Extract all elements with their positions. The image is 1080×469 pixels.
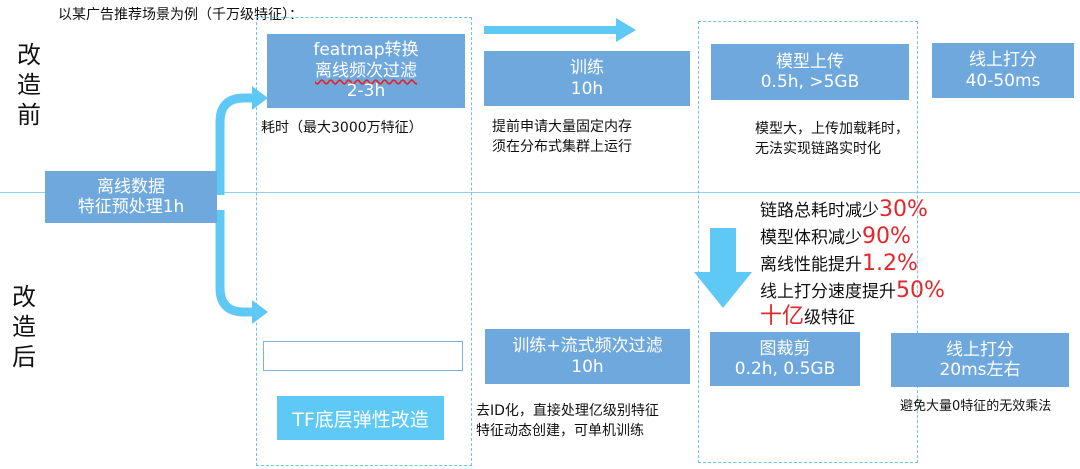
score-after-line2: 20ms左右: [939, 360, 1021, 380]
down-arrow-shaft: [710, 228, 736, 272]
metric-latency-label: 链路总耗时减少: [760, 201, 879, 221]
branch-connector: [215, 93, 252, 195]
empty-placeholder-box: [263, 341, 463, 371]
group-outline-right: [698, 21, 918, 463]
metric-online-value: 50%: [896, 278, 945, 303]
arrowhead-upper: [252, 86, 268, 110]
train-arrow-shaft: [484, 26, 618, 34]
featmap-line2: 离线频次过滤: [315, 60, 417, 81]
metric-scale-value: 十亿: [760, 304, 805, 329]
before-after-divider: [0, 192, 1080, 193]
crop-box: 图裁剪 0.2h, 0.5GB: [710, 332, 860, 386]
down-arrowhead: [694, 272, 752, 308]
offline-data-line1: 离线数据: [97, 176, 165, 197]
train-box-after: 训练+流式频次过滤 10h: [485, 329, 690, 384]
metric-latency: 链路总耗时减少30%: [760, 197, 928, 222]
score-after-line1: 线上打分: [946, 339, 1014, 360]
featmap-note: 耗时（最大3000万特征）: [261, 120, 423, 136]
arrowhead-lower: [252, 300, 268, 324]
upload-note-line1: 模型大，上传加载耗时，: [755, 121, 909, 137]
branch-connector-lower: [215, 210, 252, 317]
upload-note-line2: 无法实现链路实时化: [755, 141, 881, 158]
train-after-note-line2: 特征动态创建，可单机训练: [476, 423, 644, 440]
upload-box: 模型上传 0.5h, >5GB: [711, 44, 909, 100]
group-outline-left: [256, 17, 472, 466]
score-box-after: 线上打分 20ms左右: [891, 333, 1069, 387]
train-box-before: 训练 10h: [484, 51, 690, 106]
score-before-line1: 线上打分: [969, 50, 1037, 71]
train-after-line2: 10h: [571, 356, 604, 377]
featmap-line3: 2-3h: [346, 81, 386, 102]
score-after-note: 避免大量0特征的无效乘法: [900, 399, 1052, 414]
score-box-before: 线上打分 40-50ms: [932, 43, 1074, 98]
train-after-note-line1: 去ID化，直接处理亿级别特征: [476, 403, 659, 419]
metric-online: 线上打分速度提升50%: [760, 278, 945, 303]
crop-line1: 图裁剪: [759, 338, 811, 359]
metric-scale-label: 级特征: [804, 308, 856, 328]
metric-offline: 离线性能提升1.2%: [760, 251, 918, 276]
featmap-line1: featmap转换: [313, 40, 419, 61]
metric-scale: 十亿级特征: [760, 304, 856, 329]
offline-data-box: 离线数据 特征预处理1h: [45, 171, 217, 223]
train-after-note: 去ID化，直接处理亿级别特征 特征动态创建，可单机训练: [476, 401, 659, 442]
upload-line1: 模型上传: [776, 51, 844, 72]
crop-line2: 0.2h, 0.5GB: [734, 359, 836, 379]
train-before-line2: 10h: [570, 78, 604, 99]
train-before-note-line1: 提前申请大量固定内存: [492, 119, 632, 135]
metric-online-label: 线上打分速度提升: [760, 282, 896, 302]
score-before-line2: 40-50ms: [965, 70, 1041, 91]
train-before-note-line2: 须在分布式集群上运行: [492, 139, 632, 156]
label-after: 改造后: [12, 283, 37, 371]
featmap-box: featmap转换 离线频次过滤 2-3h: [267, 34, 465, 108]
upload-line2: 0.5h, >5GB: [760, 72, 860, 92]
metric-offline-value: 1.2%: [862, 251, 918, 276]
train-before-note: 提前申请大量固定内存 须在分布式集群上运行: [492, 117, 632, 158]
train-arrowhead: [616, 18, 636, 42]
upload-note: 模型大，上传加载耗时， 无法实现链路实时化: [755, 119, 909, 160]
metric-size-label: 模型体积减少: [760, 228, 862, 248]
tf-elastic-box: TF底层弹性改造: [277, 396, 444, 440]
metric-latency-value: 30%: [879, 197, 928, 222]
label-before: 改造前: [17, 41, 42, 129]
metric-size-value: 90%: [862, 224, 911, 249]
offline-data-line2: 特征预处理1h: [77, 197, 185, 217]
page-title: 以某广告推荐场景为例（千万级特征）：: [58, 7, 303, 23]
train-before-line1: 训练: [570, 58, 604, 79]
train-after-line1: 训练+流式频次过滤: [512, 336, 663, 357]
metric-offline-label: 离线性能提升: [760, 255, 862, 275]
metric-size: 模型体积减少90%: [760, 224, 911, 249]
